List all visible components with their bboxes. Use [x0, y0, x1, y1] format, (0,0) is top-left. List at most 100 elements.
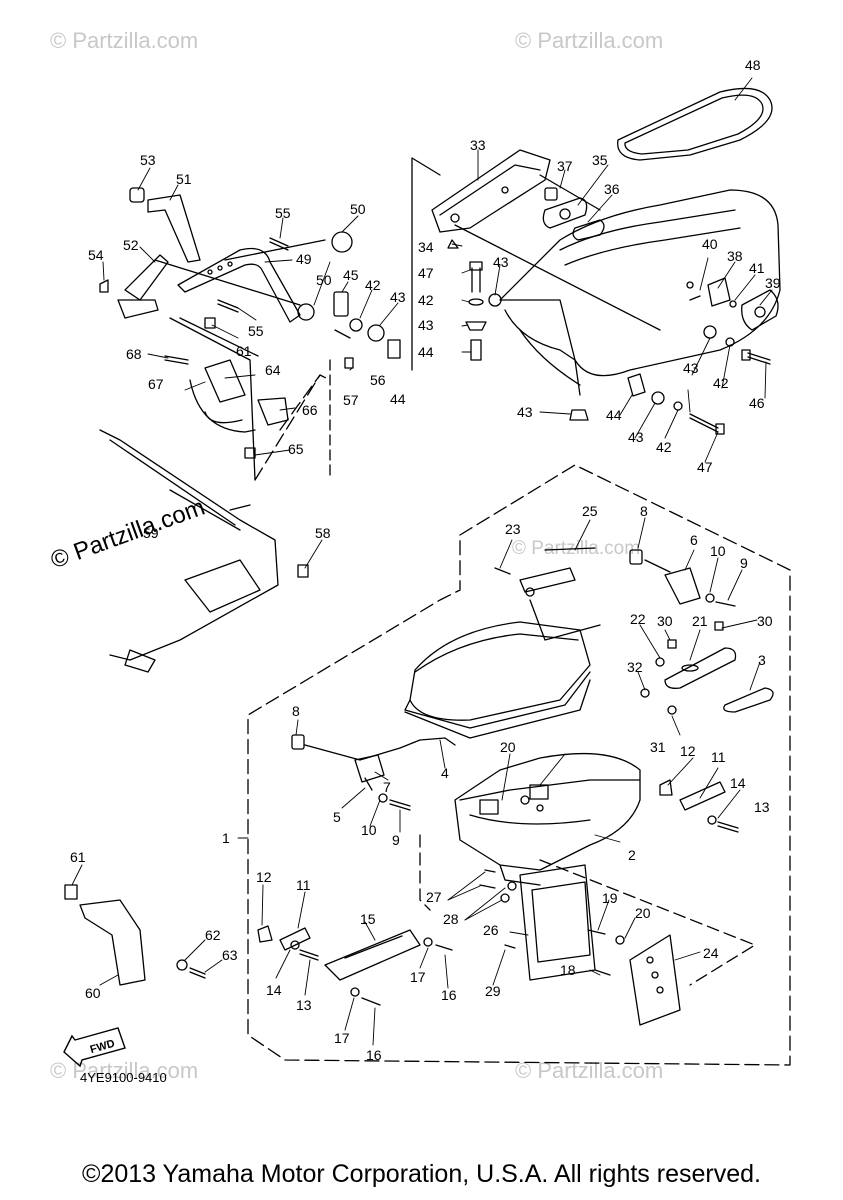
callout: 20 [500, 739, 516, 755]
callout: 21 [692, 613, 708, 629]
callout: 64 [265, 362, 281, 378]
watermark: © Partzilla.com [50, 28, 199, 53]
saddlebag-upper [499, 189, 781, 396]
callout: 68 [126, 346, 142, 362]
callout: 44 [606, 407, 622, 423]
callout: 31 [650, 739, 666, 755]
callout: 29 [485, 983, 501, 999]
callout: 44 [418, 344, 434, 360]
callout: 33 [470, 137, 486, 153]
callout: 43 [390, 289, 406, 305]
callout: 47 [418, 265, 434, 281]
watermark: © Partzilla.com [515, 1058, 664, 1083]
callout: 12 [680, 743, 696, 759]
callout: 9 [392, 832, 400, 848]
callout: 19 [602, 890, 618, 906]
callout: 45 [343, 267, 359, 283]
callout: 49 [296, 251, 312, 267]
callout: 56 [370, 372, 386, 388]
bag-lower [454, 752, 641, 886]
callout: 43 [628, 429, 644, 445]
callout: 30 [757, 613, 773, 629]
callout: 42 [713, 375, 729, 391]
bag-pad-48 [617, 87, 773, 161]
callout: 36 [604, 181, 620, 197]
callout: 26 [483, 922, 499, 938]
callout: 57 [343, 392, 359, 408]
callout: 40 [702, 236, 718, 252]
callout: 14 [266, 982, 282, 998]
lid-upper [404, 621, 591, 729]
callout: 58 [315, 525, 331, 541]
callout: 52 [123, 237, 139, 253]
callout: 27 [426, 889, 442, 905]
fwd-arrow: FWD [63, 1027, 126, 1068]
callout: 8 [292, 703, 300, 719]
callout: 23 [505, 521, 521, 537]
callout: 39 [765, 275, 781, 291]
callout: 42 [365, 277, 381, 293]
callout: 6 [690, 532, 698, 548]
callout: 43 [493, 254, 509, 270]
callout: 7 [383, 779, 391, 795]
callout: 48 [745, 57, 761, 73]
callout: 5 [333, 809, 341, 825]
callout: 34 [418, 239, 434, 255]
callout: 20 [635, 905, 651, 921]
callout: 44 [390, 391, 406, 407]
callout: 66 [302, 402, 318, 418]
callout: 24 [703, 945, 719, 961]
callout: 59 [143, 525, 159, 541]
callout: 60 [85, 985, 101, 1001]
callout: 43 [683, 360, 699, 376]
callout: 61 [236, 343, 252, 359]
watermark: © Partzilla.com [515, 28, 664, 53]
callout: 13 [754, 799, 770, 815]
callout: 18 [560, 962, 576, 978]
callout: 55 [248, 323, 264, 339]
callout: 4 [441, 765, 449, 781]
callout: 14 [730, 775, 746, 791]
callout: 8 [640, 503, 648, 519]
callout: 37 [557, 158, 573, 174]
callout: 11 [711, 749, 726, 765]
callout: 1 [222, 830, 230, 846]
callout: 54 [88, 247, 104, 263]
callout: 16 [441, 987, 457, 1003]
assembly-outline [247, 464, 791, 1066]
callout: 9 [740, 555, 748, 571]
callout: 50 [350, 201, 366, 217]
callout: 42 [418, 292, 434, 308]
callout: 16 [366, 1047, 382, 1063]
callout: 15 [360, 911, 376, 927]
callout: 46 [749, 395, 765, 411]
callout: 53 [140, 152, 156, 168]
callout: 61 [70, 849, 86, 865]
bracket-33 [431, 149, 551, 233]
callout: 51 [176, 171, 192, 187]
callout: 11 [296, 877, 311, 893]
callout: 67 [148, 376, 164, 392]
callout: 47 [697, 459, 713, 475]
callout: 22 [630, 611, 646, 627]
callout: 43 [517, 404, 533, 420]
fwd-label: FWD [89, 1038, 116, 1056]
callout: 13 [296, 997, 312, 1013]
callout: 12 [256, 869, 272, 885]
callout: 32 [627, 659, 643, 675]
callout: 63 [222, 947, 238, 963]
callout: 25 [582, 503, 598, 519]
callout: 10 [710, 543, 726, 559]
callout: 17 [334, 1030, 350, 1046]
callout: 41 [749, 260, 765, 276]
callout: 50 [316, 272, 332, 288]
callout: 17 [410, 969, 426, 985]
copyright-notice: ©2013 Yamaha Motor Corporation, U.S.A. A… [82, 1160, 761, 1188]
callout: 28 [443, 911, 459, 927]
callout: 43 [418, 317, 434, 333]
callout: 38 [727, 248, 743, 264]
drawing-code: 4YE9100-9410 [80, 1070, 167, 1085]
callout: 10 [361, 822, 377, 838]
callout: 30 [657, 613, 673, 629]
